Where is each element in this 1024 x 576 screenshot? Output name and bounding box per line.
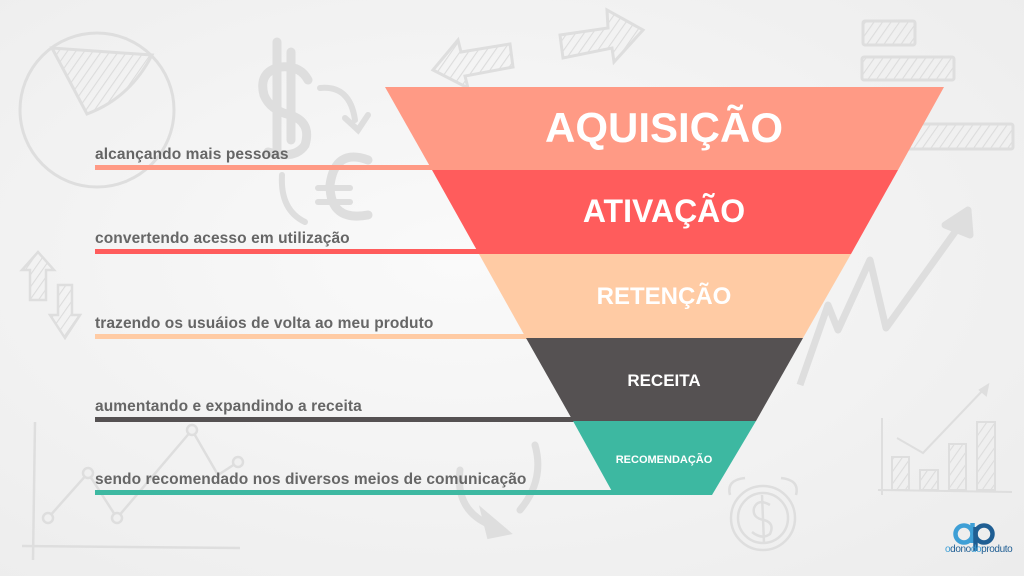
funnel-band-aquisicao — [385, 87, 944, 170]
stage-label-ativacao: ATIVAÇÃO — [582, 193, 746, 229]
stage-description-recomendacao: sendo recomendado nos diversos meios de … — [95, 471, 527, 488]
stage-description-ativacao: convertendo acesso em utilização — [95, 230, 350, 247]
funnel-band-retencao — [479, 254, 851, 338]
desc-line-aquisicao — [95, 165, 435, 170]
right-arrow-icon — [558, 7, 646, 66]
trend-arrow-icon — [796, 206, 974, 387]
dollar-euro-exchange-icon — [258, 37, 373, 225]
stage-label-recomendacao: RECOMENDAÇÃO — [615, 454, 713, 466]
refresh-arrow-icon — [455, 441, 542, 540]
growth-bar-chart-icon — [877, 382, 1013, 495]
funnel-band-recomendacao — [573, 421, 756, 495]
logo-wordmark: odonodoproduto — [945, 544, 1013, 555]
desc-line-recomendacao — [95, 490, 616, 495]
left-arrow-icon — [430, 36, 515, 91]
desc-line-receita — [95, 417, 576, 422]
funnel-band-receita — [526, 338, 803, 421]
bar-chart-icon — [860, 19, 1015, 151]
line-chart-icon — [21, 421, 245, 561]
alarm-clock-dollar-icon — [728, 476, 798, 552]
pie-chart-icon — [18, 31, 176, 189]
up-down-arrows-icon — [19, 250, 83, 341]
desc-line-ativacao — [95, 249, 482, 254]
stage-label-retencao: RETENÇÃO — [596, 283, 732, 310]
stage-description-aquisicao: alcançando mais pessoas — [95, 146, 289, 163]
funnel-band-ativacao — [432, 170, 898, 254]
stage-label-receita: RECEITA — [627, 371, 701, 390]
odonodoproduto-logo-icon — [953, 523, 995, 551]
stage-label-aquisicao: AQUISIÇÃO — [544, 104, 784, 151]
stage-description-receita: aumentando e expandindo a receita — [95, 398, 362, 415]
stage-description-retencao: trazendo os usuáios de volta ao meu prod… — [95, 315, 434, 332]
desc-line-retencao — [95, 334, 529, 339]
